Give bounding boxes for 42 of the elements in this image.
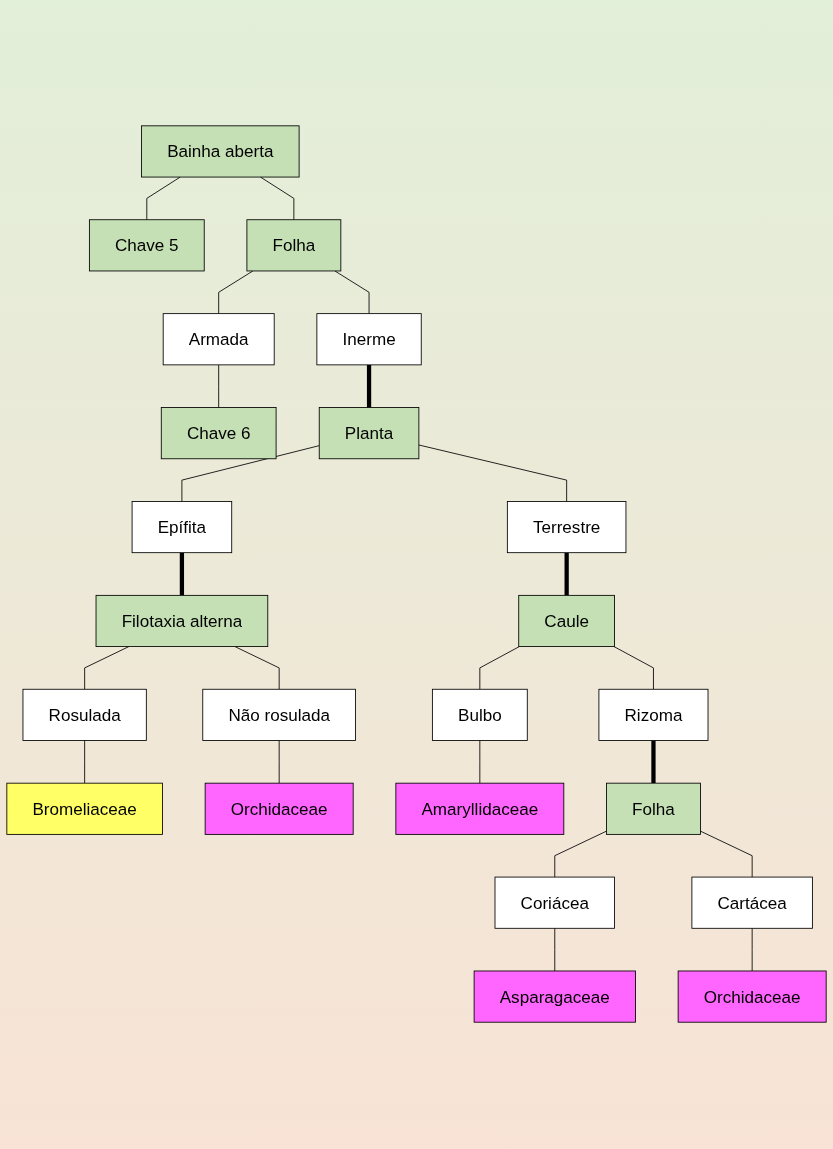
node-box: Folha	[606, 783, 701, 836]
node-box: Orchidaceae	[204, 783, 354, 836]
node-box: Bainha aberta	[141, 125, 300, 178]
node-box: Filotaxia alterna	[95, 595, 269, 648]
connector	[651, 740, 656, 784]
connector	[613, 646, 654, 691]
node-box: Folha	[246, 219, 342, 272]
node-box: Terrestre	[506, 501, 627, 554]
connector	[84, 740, 86, 785]
connector	[181, 445, 320, 503]
connector	[366, 365, 372, 409]
node-box: Rizoma	[598, 689, 709, 742]
node-box: Cartácea	[691, 877, 813, 930]
node-box: Inerme	[316, 313, 422, 366]
node-box: Chave 6	[160, 407, 277, 460]
node-box: Armada	[162, 313, 275, 366]
node-box: Rosulada	[22, 689, 147, 742]
node-box: Chave 5	[88, 219, 205, 272]
connector	[418, 445, 568, 503]
connector	[700, 831, 753, 878]
connector	[260, 177, 295, 221]
node-box: Caule	[518, 595, 615, 648]
connector	[278, 740, 280, 785]
connector	[146, 177, 181, 221]
connector	[554, 831, 607, 878]
connector	[479, 740, 481, 785]
node-box: Não rosulada	[202, 689, 356, 742]
node-box: Bromeliaceae	[6, 783, 163, 836]
node-box: Amaryllidaceae	[395, 783, 565, 836]
node-box: Orchidaceae	[677, 971, 827, 1024]
connector	[218, 364, 220, 409]
node-box: Asparagaceae	[473, 971, 636, 1024]
connector	[479, 646, 520, 691]
connector	[179, 553, 185, 596]
connector	[334, 271, 370, 315]
node-box: Epífita	[131, 501, 233, 554]
node-box: Bulbo	[431, 689, 528, 742]
connector	[554, 928, 556, 972]
node-box: Coriácea	[494, 877, 615, 930]
connector	[564, 553, 569, 596]
node-box: Planta	[318, 407, 420, 460]
connector	[751, 928, 753, 972]
